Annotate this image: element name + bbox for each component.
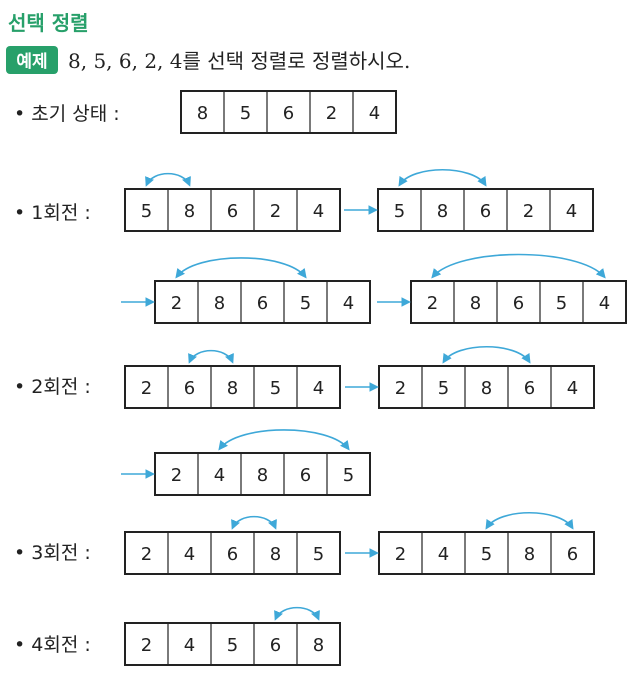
array-cell-value: 6	[227, 201, 238, 222]
array-cell-value: 2	[395, 378, 406, 399]
array-cell-value: 2	[427, 293, 438, 314]
pass-2-step-3-array: 2 4 8 6 5	[154, 452, 371, 496]
array-box-outline	[378, 531, 595, 575]
initial-array: 8 5 6 2 4	[180, 90, 397, 134]
swap-arrow	[145, 172, 191, 187]
array-cell-value: 8	[524, 544, 535, 565]
pass-3-label: • 3회전 :	[14, 542, 91, 564]
array-cell-value: 6	[270, 635, 281, 656]
swap-arrow	[485, 512, 574, 530]
page-title: 선택 정렬	[8, 11, 89, 35]
problem-statement: 8, 5, 6, 2, 4를 선택 정렬로 정렬하시오.	[68, 49, 410, 73]
array-cell-value: 5	[556, 293, 567, 314]
array-cell-value: 6	[300, 465, 311, 486]
array-cell-value: 5	[141, 201, 152, 222]
array-cell-value: 6	[184, 378, 195, 399]
array-cell-value: 6	[283, 103, 294, 124]
array-cell-value: 5	[313, 544, 324, 565]
pass-2-step-1-array: 2 6 8 5 4	[124, 365, 341, 409]
array-cell-value: 2	[141, 378, 152, 399]
array-cell-value: 5	[438, 378, 449, 399]
pass-1-step-4-array: 2 8 6 5 4	[410, 280, 627, 324]
pass-3-step-2-array: 2 4 5 8 6	[378, 531, 595, 575]
array-cell-value: 8	[313, 635, 324, 656]
array-cell-value: 5	[481, 544, 492, 565]
pass-2-label: • 2회전 :	[14, 376, 91, 398]
array-cell-value: 2	[326, 103, 337, 124]
array-cell-value: 5	[300, 293, 311, 314]
array-box-outline	[124, 622, 341, 666]
array-cell-value: 6	[567, 544, 578, 565]
pass-3-step-1-array: 2 4 6 8 5	[124, 531, 341, 575]
array-box-outline	[124, 365, 341, 409]
swap-arrow	[442, 346, 531, 364]
swap-arrow	[188, 349, 234, 364]
array-cell-value: 5	[227, 635, 238, 656]
pass-1-label: • 1회전 :	[14, 202, 91, 224]
pass-1-step-3-array: 2 8 6 5 4	[154, 280, 371, 324]
array-cell-value: 4	[214, 465, 225, 486]
array-cell-value: 4	[184, 544, 195, 565]
array-cell-value: 5	[240, 103, 251, 124]
array-box-outline	[180, 90, 397, 134]
pass-1-step-1-array: 5 8 6 2 4	[124, 188, 341, 232]
array-cell-value: 4	[184, 635, 195, 656]
array-cell-value: 4	[599, 293, 610, 314]
array-cell-value: 8	[270, 544, 281, 565]
array-cell-value: 4	[313, 378, 324, 399]
pass-4-label: • 4회전 :	[14, 634, 91, 656]
array-cell-value: 6	[257, 293, 268, 314]
array-cell-value: 4	[566, 201, 577, 222]
array-cell-value: 8	[227, 378, 238, 399]
array-cell-value: 6	[524, 378, 535, 399]
array-box-outline	[124, 531, 341, 575]
array-box-outline	[410, 280, 627, 324]
pass-1-step-2-array: 5 8 6 2 4	[377, 188, 594, 232]
array-cell-value: 5	[270, 378, 281, 399]
swap-arrow	[218, 429, 350, 451]
array-cell-value: 4	[567, 378, 578, 399]
array-cell-value: 2	[523, 201, 534, 222]
array-cell-value: 8	[470, 293, 481, 314]
array-cell-value: 8	[214, 293, 225, 314]
array-box-outline	[124, 188, 341, 232]
pass-4-step-1-array: 2 4 5 6 8	[124, 622, 341, 666]
array-cell-value: 4	[313, 201, 324, 222]
swap-arrow	[274, 606, 320, 621]
swap-arrow	[231, 515, 277, 530]
array-cell-value: 2	[395, 544, 406, 565]
array-cell-value: 6	[513, 293, 524, 314]
array-box-outline	[378, 365, 595, 409]
array-cell-value: 2	[141, 544, 152, 565]
array-cell-value: 8	[184, 201, 195, 222]
array-cell-value: 6	[480, 201, 491, 222]
array-cell-value: 4	[343, 293, 354, 314]
array-box-outline	[154, 452, 371, 496]
array-cell-value: 8	[437, 201, 448, 222]
array-box-outline	[154, 280, 371, 324]
array-cell-value: 8	[257, 465, 268, 486]
initial-state-label: • 초기 상태 :	[14, 103, 120, 125]
array-box-outline	[377, 188, 594, 232]
array-cell-value: 8	[481, 378, 492, 399]
array-cell-value: 4	[438, 544, 449, 565]
array-cell-value: 4	[369, 103, 380, 124]
swap-arrow	[431, 253, 606, 279]
example-badge-label: 예제	[16, 52, 47, 72]
array-cell-value: 5	[394, 201, 405, 222]
array-cell-value: 6	[227, 544, 238, 565]
array-cell-value: 5	[343, 465, 354, 486]
array-cell-value: 2	[171, 293, 182, 314]
array-cell-value: 8	[197, 103, 208, 124]
array-cell-value: 2	[171, 465, 182, 486]
pass-2-step-2-array: 2 5 8 6 4	[378, 365, 595, 409]
array-cell-value: 2	[270, 201, 281, 222]
example-badge	[6, 46, 58, 74]
swap-arrow	[175, 257, 307, 279]
swap-arrow	[398, 169, 487, 187]
array-cell-value: 2	[141, 635, 152, 656]
